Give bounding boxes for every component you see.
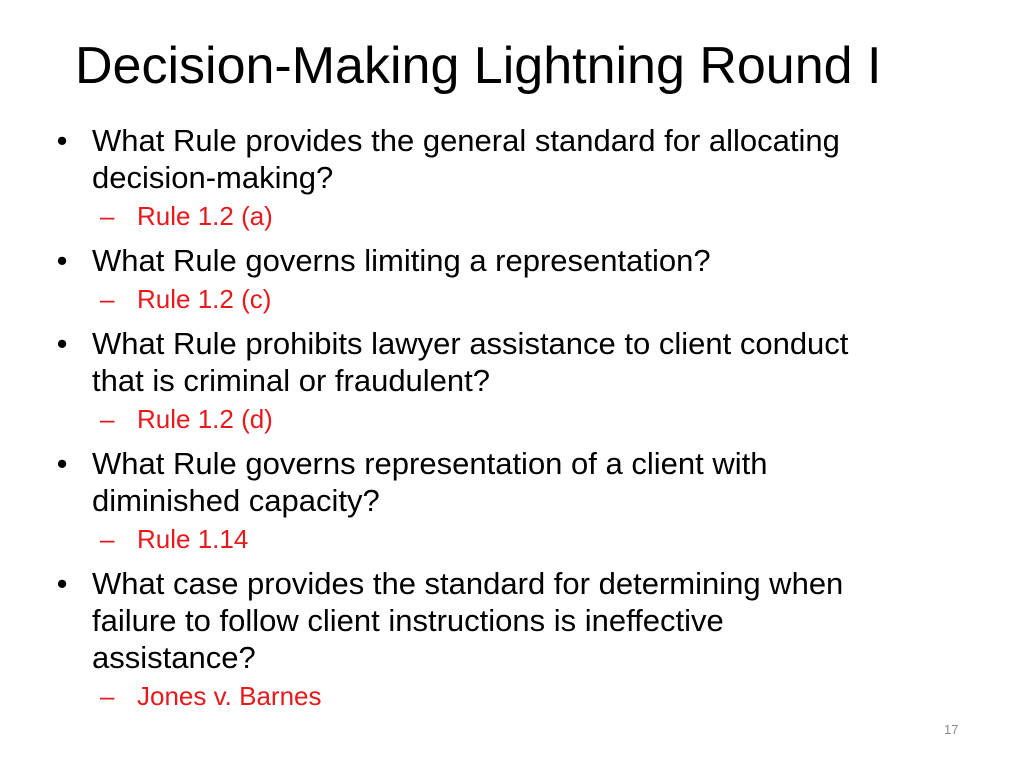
dash-icon: – [100,284,115,314]
bullet-icon: • [56,566,68,601]
question-line: that is criminal or fraudulent? [92,363,491,398]
bullet-icon: • [56,243,68,278]
question-line: What Rule provides the general standard … [92,123,840,158]
bullet-icon: • [56,123,68,158]
question-line: What case provides the standard for dete… [92,566,844,601]
question-line: diminished capacity? [92,483,380,518]
answer-text: Rule 1.2 (d) [137,404,273,434]
answer-text: Rule 1.2 (c) [137,284,272,314]
question-item: • What Rule provides the general standar… [52,122,967,196]
answer-item: – Rule 1.2 (c) [52,279,967,319]
question-line: assistance? [92,640,256,675]
slide-content: • What Rule provides the general standar… [52,122,967,722]
dash-icon: – [100,201,115,231]
answer-item: – Jones v. Barnes [52,676,967,716]
question-line: What Rule prohibits lawyer assistance to… [92,326,849,361]
page-number: 17 [944,722,959,737]
dash-icon: – [100,404,115,434]
question-line: failure to follow client instructions is… [92,603,724,638]
answer-text: Jones v. Barnes [137,681,322,711]
question-item: • What case provides the standard for de… [52,565,967,676]
question-item: • What Rule governs representation of a … [52,445,967,519]
answer-item: – Rule 1.2 (d) [52,399,967,439]
slide-title: Decision-Making Lightning Round I [75,37,882,95]
answer-item: – Rule 1.14 [52,519,967,559]
dash-icon: – [100,681,115,711]
question-item: • What Rule governs limiting a represent… [52,242,967,279]
question-item: • What Rule prohibits lawyer assistance … [52,325,967,399]
question-line: What Rule governs representation of a cl… [92,446,768,481]
bullet-icon: • [56,326,68,361]
answer-text: Rule 1.14 [137,524,249,554]
answer-item: – Rule 1.2 (a) [52,196,967,236]
question-line: decision-making? [92,160,334,195]
dash-icon: – [100,524,115,554]
question-line: What Rule governs limiting a representat… [92,243,711,278]
bullet-icon: • [56,446,68,481]
answer-text: Rule 1.2 (a) [137,201,273,231]
